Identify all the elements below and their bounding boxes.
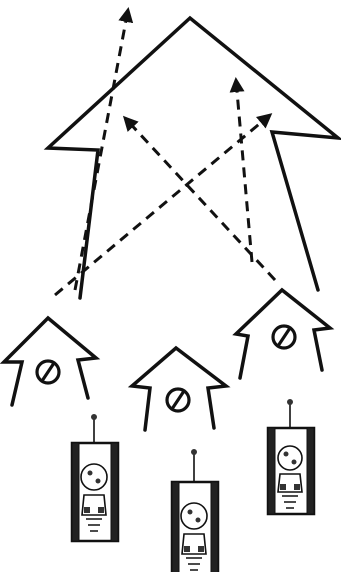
circle-slash-icon	[167, 389, 189, 411]
small-arrow-right	[236, 290, 330, 378]
tank-middle	[172, 449, 218, 572]
dashed-paths	[55, 10, 275, 295]
dashed-arrow-left-cross	[55, 115, 270, 295]
small-arrow-middle	[132, 348, 226, 430]
small-arrow-left	[4, 318, 96, 405]
circle-slash-icon	[273, 326, 295, 348]
large-arrow	[48, 18, 338, 298]
circle-slash-icon	[37, 361, 59, 383]
dashed-arrow-right-up	[236, 80, 252, 262]
tank-left	[72, 414, 118, 541]
tank-right	[268, 399, 314, 514]
